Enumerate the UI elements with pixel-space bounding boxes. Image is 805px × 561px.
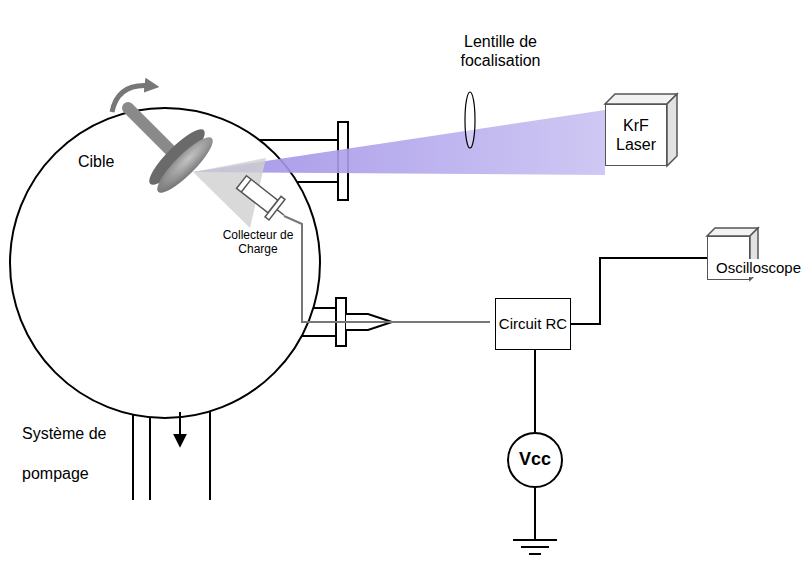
vacuum-chamber xyxy=(10,108,320,418)
pump-label: Système de pompage xyxy=(22,414,127,494)
box-text: KrF Laser xyxy=(606,116,666,154)
charge-collector xyxy=(234,172,293,226)
oscilloscope-box: Oscilloscope xyxy=(707,236,750,280)
signal-cable xyxy=(571,258,707,324)
voltage-source: Vcc xyxy=(507,432,563,488)
rc-circuit-box: Circuit RC xyxy=(495,298,571,350)
lens-label: Lentille de focalisation xyxy=(433,32,568,70)
laser-box: KrF Laser xyxy=(605,104,667,166)
box-side-face xyxy=(667,94,677,166)
box-text: Circuit RC xyxy=(497,315,569,333)
device-label: Oscilloscope xyxy=(715,259,802,277)
focusing-lens xyxy=(465,92,475,148)
box-text: Vcc xyxy=(517,449,553,471)
pumping-port xyxy=(133,411,210,500)
ground-symbol xyxy=(513,488,557,554)
signal-cable xyxy=(534,350,536,432)
target-label: Cible xyxy=(78,152,138,171)
collector-label: Collecteur de Charge xyxy=(216,228,300,257)
box-top-face xyxy=(605,94,677,104)
rotating-target xyxy=(112,86,219,199)
signal-wire xyxy=(284,216,490,322)
